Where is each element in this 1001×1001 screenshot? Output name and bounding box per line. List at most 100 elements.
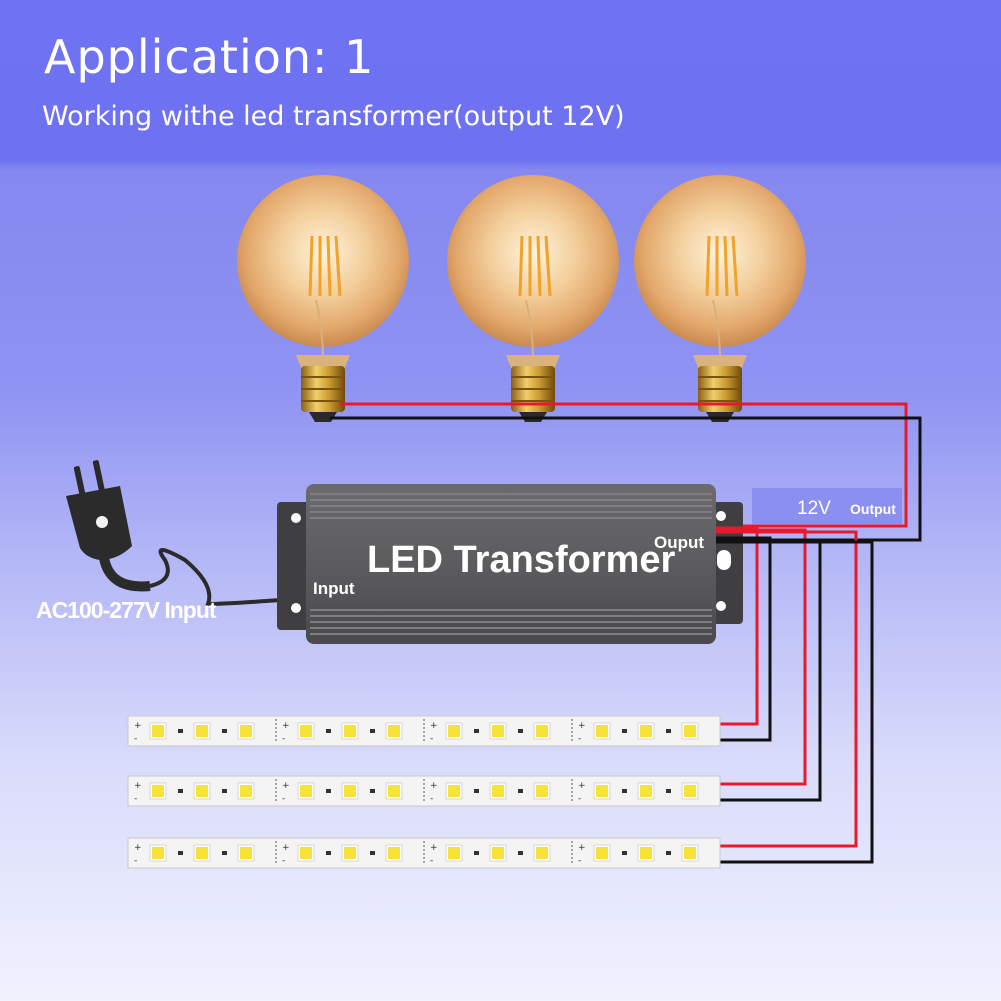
led-chip — [388, 725, 400, 737]
led-chip — [196, 725, 208, 737]
led-resistor — [178, 789, 183, 793]
power-plug-icon — [66, 460, 151, 592]
led-chip — [344, 725, 356, 737]
strip-pad-plus: + — [134, 781, 142, 791]
strip-pad-plus: + — [282, 781, 290, 791]
led-chip — [684, 847, 696, 859]
led-resistor — [666, 789, 671, 793]
strip-pad-plus: + — [282, 721, 290, 731]
led-chip — [596, 725, 608, 737]
led-resistor — [518, 851, 523, 855]
power-cord — [149, 548, 303, 607]
led-resistor — [518, 729, 523, 733]
led-resistor — [474, 851, 479, 855]
led-strips: +-+-+-+-+-+-+-+-+-+-+-+- — [127, 715, 721, 869]
led-chip — [300, 785, 312, 797]
led-resistor — [370, 851, 375, 855]
led-strip-2: +-+-+-+- — [127, 775, 721, 807]
led-resistor — [518, 789, 523, 793]
page-subtitle: Working withe led transformer(output 12V… — [42, 101, 625, 132]
transformer-label: LED Transformer — [367, 539, 676, 581]
strip-pad-plus: + — [282, 843, 290, 853]
led-chip — [152, 847, 164, 859]
led-chip — [492, 785, 504, 797]
output-side-label: Output — [850, 501, 896, 517]
strip-pad-plus: + — [430, 781, 438, 791]
led-resistor — [222, 729, 227, 733]
led-strip-1: +-+-+-+- — [127, 715, 721, 747]
led-resistor — [370, 789, 375, 793]
led-chip — [492, 847, 504, 859]
ac-input-label: AC100-277V Input — [36, 597, 217, 623]
strip-2-wire-positive — [716, 528, 807, 786]
strip-wires — [716, 526, 874, 864]
strip-1-wire-positive — [716, 526, 759, 726]
led-chip — [448, 725, 460, 737]
led-chip — [684, 725, 696, 737]
led-chip — [240, 847, 252, 859]
strip-pad-plus: + — [430, 843, 438, 853]
led-chip — [536, 785, 548, 797]
strip-pad-minus: - — [578, 794, 581, 804]
bulb-3 — [634, 175, 806, 422]
led-resistor — [326, 851, 331, 855]
led-resistor — [370, 729, 375, 733]
page-title: Application: 1 — [44, 30, 375, 84]
led-chip — [152, 725, 164, 737]
led-chip — [448, 847, 460, 859]
led-chip — [240, 725, 252, 737]
led-resistor — [222, 851, 227, 855]
strip-pad-plus: + — [430, 721, 438, 731]
led-resistor — [622, 851, 627, 855]
led-chip — [596, 847, 608, 859]
led-resistor — [622, 729, 627, 733]
strip-1-wire-negative — [716, 536, 772, 742]
led-chip — [300, 847, 312, 859]
bulb-wire-positive — [340, 402, 908, 528]
led-resistor — [622, 789, 627, 793]
bulb-1 — [237, 175, 409, 422]
strip-pad-minus: - — [282, 856, 285, 866]
led-chip — [152, 785, 164, 797]
led-resistor — [474, 729, 479, 733]
led-resistor — [666, 729, 671, 733]
led-chip — [300, 725, 312, 737]
bulb-2 — [447, 175, 619, 422]
strip-pad-minus: - — [134, 856, 137, 866]
led-chip — [388, 785, 400, 797]
led-resistor — [326, 729, 331, 733]
led-chip — [240, 785, 252, 797]
led-chip — [492, 725, 504, 737]
transformer-input-label: Input — [313, 579, 355, 598]
led-chip — [640, 785, 652, 797]
led-resistor — [178, 729, 183, 733]
strip-pad-plus: + — [578, 843, 586, 853]
led-chip — [640, 725, 652, 737]
led-resistor — [666, 851, 671, 855]
led-chip — [448, 785, 460, 797]
strip-pad-plus: + — [134, 721, 142, 731]
led-chip — [196, 847, 208, 859]
strip-pad-minus: - — [282, 794, 285, 804]
transformer-output-label: Ouput — [654, 533, 704, 552]
led-resistor — [326, 789, 331, 793]
strip-pad-minus: - — [134, 734, 137, 744]
led-chip — [196, 785, 208, 797]
strip-pad-plus: + — [134, 843, 142, 853]
strip-pad-minus: - — [282, 734, 285, 744]
strip-pad-minus: - — [430, 794, 433, 804]
led-resistor — [222, 789, 227, 793]
strip-pad-minus: - — [578, 856, 581, 866]
led-chip — [596, 785, 608, 797]
led-chip — [684, 785, 696, 797]
led-chip — [344, 847, 356, 859]
led-strip-3: +-+-+-+- — [127, 837, 721, 869]
strip-3-wire-positive — [716, 530, 858, 848]
output-label-box — [752, 488, 902, 524]
led-chip — [536, 725, 548, 737]
led-chip — [536, 847, 548, 859]
led-chip — [344, 785, 356, 797]
strip-pad-plus: + — [578, 781, 586, 791]
strip-3-wire-negative — [716, 540, 874, 864]
